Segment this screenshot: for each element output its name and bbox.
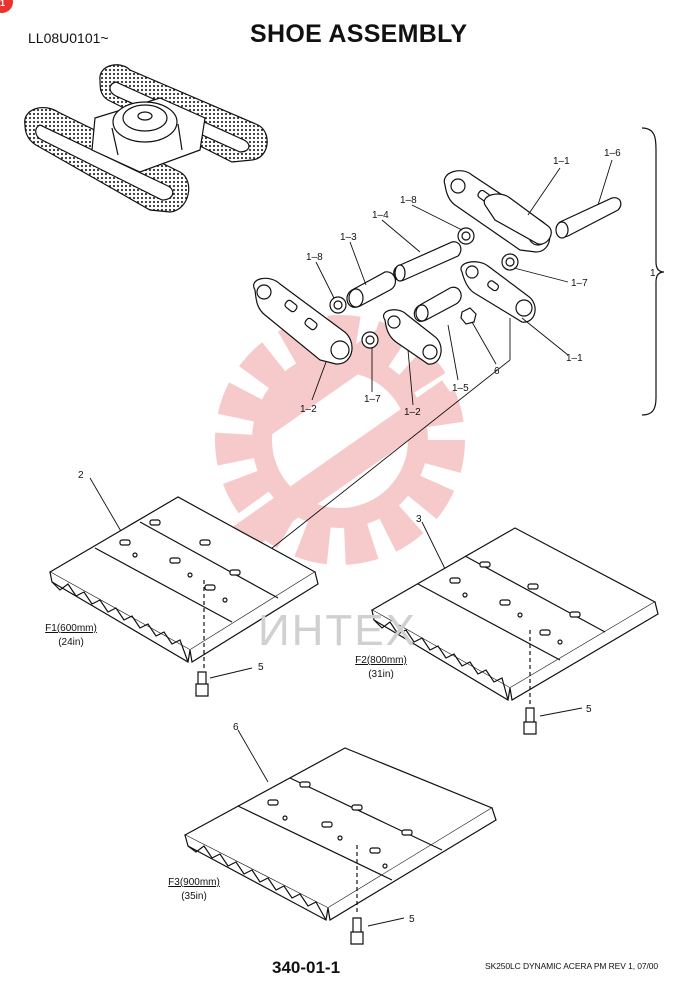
callout-1-6: 1–6: [604, 148, 621, 159]
callout-1-7-right: 1–7: [571, 278, 588, 289]
serial-range: LL08U0101~: [28, 30, 109, 46]
shoe-plate-f1: [48, 496, 319, 697]
callout-5-a: 5: [258, 662, 264, 673]
callout-6-shoe: 6: [233, 722, 239, 733]
shoe-size-f3: F3(900mm) (35in): [162, 876, 226, 903]
callout-3: 3: [416, 514, 422, 525]
callout-1-2-mid: 1–2: [404, 407, 421, 418]
shoe-size-f2: F2(800mm) (31in): [348, 654, 414, 681]
page-number: 340-01-1: [272, 958, 341, 977]
watermark-text: ИНТЕХ: [258, 606, 417, 655]
callout-1-4: 1–4: [372, 210, 389, 221]
shoe-plate-f2: [370, 527, 659, 735]
callout-1: 1: [650, 268, 656, 279]
callout-1-5: 1–5: [452, 383, 469, 394]
callout-labels: 1–1 1–6 1–8 1–4 1–3 1–8 1–7 1 1–1 6 1–5 …: [78, 148, 656, 925]
callout-2: 2: [78, 470, 84, 481]
callout-1-3: 1–3: [340, 232, 357, 243]
page-title: SHOE ASSEMBLY: [250, 20, 468, 48]
shoe-size-f2-mm: F2(800mm): [355, 655, 407, 666]
corner-badge-text: 1: [0, 0, 6, 8]
group-bracket: [641, 127, 665, 416]
callout-1-1-top: 1–1: [553, 156, 570, 167]
shoe-size-f1-in: (24in): [58, 636, 84, 648]
shoe-size-f1-mm: F1(600mm): [45, 623, 97, 634]
shoe-plate-f3: [183, 747, 497, 945]
shoe-size-f3-mm: F3(900mm): [168, 877, 220, 888]
callout-1-8-top: 1–8: [400, 195, 417, 206]
callout-1-2-left: 1–2: [300, 404, 317, 415]
callout-6-small: 6: [494, 366, 500, 377]
callout-1-1-bottom: 1–1: [566, 353, 583, 364]
callout-5-c: 5: [409, 914, 415, 925]
undercarriage-overview-illustration: [24, 64, 268, 213]
callout-5-b: 5: [586, 704, 592, 715]
corner-badge: 1: [0, 0, 13, 13]
track-link-components: [253, 170, 622, 365]
leader-lines: [89, 159, 613, 927]
manual-reference: SK250LC DYNAMIC ACERA PM REV 1, 07/00: [485, 961, 658, 971]
shoe-size-f3-in: (35in): [181, 890, 207, 902]
shoe-size-f1: F1(600mm) (24in): [40, 622, 102, 649]
callout-1-7-bottom: 1–7: [364, 394, 381, 405]
callout-1-8-left: 1–8: [306, 252, 323, 263]
shoe-size-f2-in: (31in): [368, 668, 394, 680]
